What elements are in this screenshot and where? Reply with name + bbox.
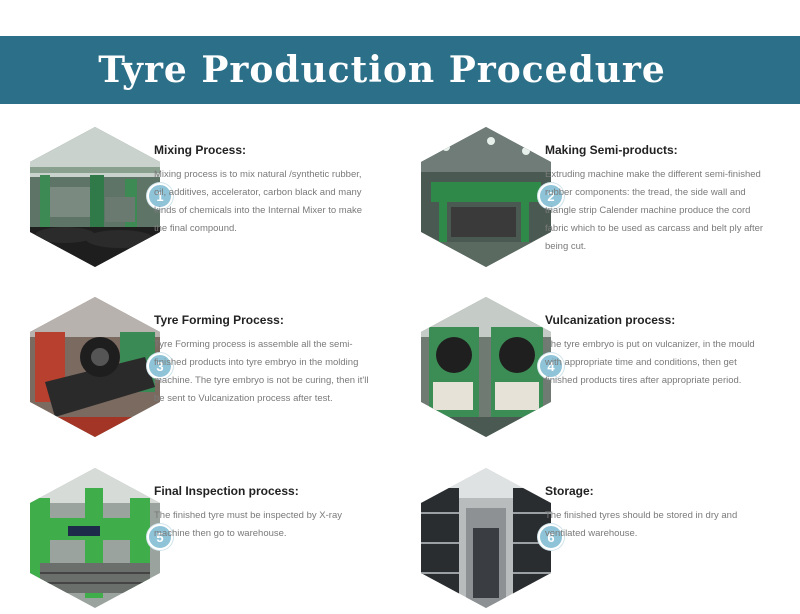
step-number-badge: 5 <box>147 524 173 550</box>
vulcanization-image <box>421 297 551 437</box>
step-number-badge: 6 <box>538 524 564 550</box>
tyre-forming-image <box>30 297 160 437</box>
step-title: Vulcanization process: <box>545 313 676 327</box>
step-mixing: 1 Mixing Process: Mixing process is to m… <box>0 127 400 277</box>
step-description: Mixing process is to mix natural /synthe… <box>154 169 363 234</box>
step-description: The finished tyre must be inspected by X… <box>154 510 342 539</box>
step-title: Making Semi-products: <box>545 143 678 157</box>
semi-products-image <box>421 127 551 267</box>
mixing-process-image <box>30 127 160 267</box>
step-storage: 6 Storage: The finished tyres should be … <box>391 468 791 614</box>
step-tyre-forming: 3 Tyre Forming Process: Tyre Forming pro… <box>0 297 400 447</box>
step-description: The tyre embryo is put on vulcanizer, in… <box>545 339 755 386</box>
step-number-badge: 1 <box>147 183 173 209</box>
step-number-badge: 2 <box>538 183 564 209</box>
step-title: Mixing Process: <box>154 143 247 157</box>
storage-image <box>421 468 551 608</box>
step-title: Tyre Forming Process: <box>154 313 284 327</box>
step-description: Extruding machine make the different sem… <box>545 169 764 252</box>
step-number-badge: 4 <box>538 353 564 379</box>
final-inspection-image <box>30 468 160 608</box>
title-banner: Tyre Production Procedure <box>0 36 800 104</box>
step-semi-products: 2 Making Semi-products: Extruding machin… <box>391 127 791 277</box>
step-title: Final Inspection process: <box>154 484 299 498</box>
step-vulcanization: 4 Vulcanization process: The tyre embryo… <box>391 297 791 447</box>
step-final-inspection: 5 Final Inspection process: The finished… <box>0 468 400 614</box>
page-title: Tyre Production Procedure <box>98 49 666 91</box>
step-number-badge: 3 <box>147 353 173 379</box>
step-title: Storage: <box>545 484 594 498</box>
step-description: The finished tyres should be stored in d… <box>545 510 738 539</box>
step-description: Tyre Forming process is assemble all the… <box>154 339 369 404</box>
